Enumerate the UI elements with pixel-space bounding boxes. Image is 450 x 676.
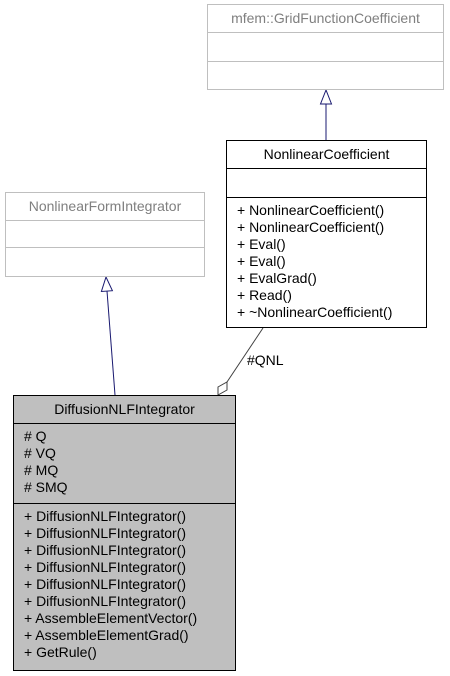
method-line: + DiffusionNLFIntegrator() xyxy=(24,593,186,609)
attributes-compartment xyxy=(208,33,443,62)
attributes-compartment: # Q # VQ # MQ # SMQ xyxy=(14,424,235,504)
method-line: + AssembleElementVector() xyxy=(24,610,198,626)
attributes-compartment xyxy=(6,221,204,248)
method-line: + GetRule() xyxy=(24,644,97,660)
method-line: + Eval() xyxy=(237,253,286,269)
aggregation-edge-qnl xyxy=(226,327,264,383)
attribute-line: # VQ xyxy=(24,445,56,461)
class-box-nonlinear-coefficient[interactable]: NonlinearCoefficient + NonlinearCoeffici… xyxy=(226,140,427,328)
attribute-line: # SMQ xyxy=(24,479,68,495)
methods-compartment xyxy=(208,62,443,89)
inheritance-arrowhead-coefficient xyxy=(319,88,333,105)
class-box-grid-function-coefficient[interactable]: mfem::GridFunctionCoefficient xyxy=(207,4,444,90)
method-line: + ~NonlinearCoefficient() xyxy=(237,304,393,320)
edge-label-qnl: #QNL xyxy=(247,352,284,368)
methods-compartment: + NonlinearCoefficient() + NonlinearCoef… xyxy=(227,198,426,321)
method-line: + DiffusionNLFIntegrator() xyxy=(24,525,186,541)
class-name: DiffusionNLFIntegrator xyxy=(14,396,235,424)
attributes-compartment xyxy=(227,169,426,198)
inheritance-arrowhead-integrator xyxy=(100,275,114,293)
class-name: mfem::GridFunctionCoefficient xyxy=(208,5,443,33)
class-box-nonlinear-form-integrator[interactable]: NonlinearFormIntegrator xyxy=(5,192,205,277)
method-line: + Eval() xyxy=(237,236,286,252)
method-line: + DiffusionNLFIntegrator() xyxy=(24,559,186,575)
class-name: NonlinearCoefficient xyxy=(227,141,426,169)
inheritance-edge-integrator xyxy=(106,290,116,396)
methods-compartment xyxy=(6,248,204,276)
method-line: + DiffusionNLFIntegrator() xyxy=(24,508,186,524)
method-line: + DiffusionNLFIntegrator() xyxy=(24,542,186,558)
aggregation-diamond xyxy=(217,381,228,396)
class-box-diffusion-nlf-integrator[interactable]: DiffusionNLFIntegrator # Q # VQ # MQ # S… xyxy=(13,395,236,671)
method-line: + NonlinearCoefficient() xyxy=(237,202,385,218)
method-line: + NonlinearCoefficient() xyxy=(237,219,385,235)
attribute-line: # Q xyxy=(24,428,47,444)
method-line: + EvalGrad() xyxy=(237,270,317,286)
method-line: + DiffusionNLFIntegrator() xyxy=(24,576,186,592)
method-line: + AssembleElementGrad() xyxy=(24,627,189,643)
method-line: + Read() xyxy=(237,287,292,303)
methods-compartment: + DiffusionNLFIntegrator() + DiffusionNL… xyxy=(14,504,235,661)
attribute-line: # MQ xyxy=(24,462,59,478)
class-name: NonlinearFormIntegrator xyxy=(6,193,204,221)
